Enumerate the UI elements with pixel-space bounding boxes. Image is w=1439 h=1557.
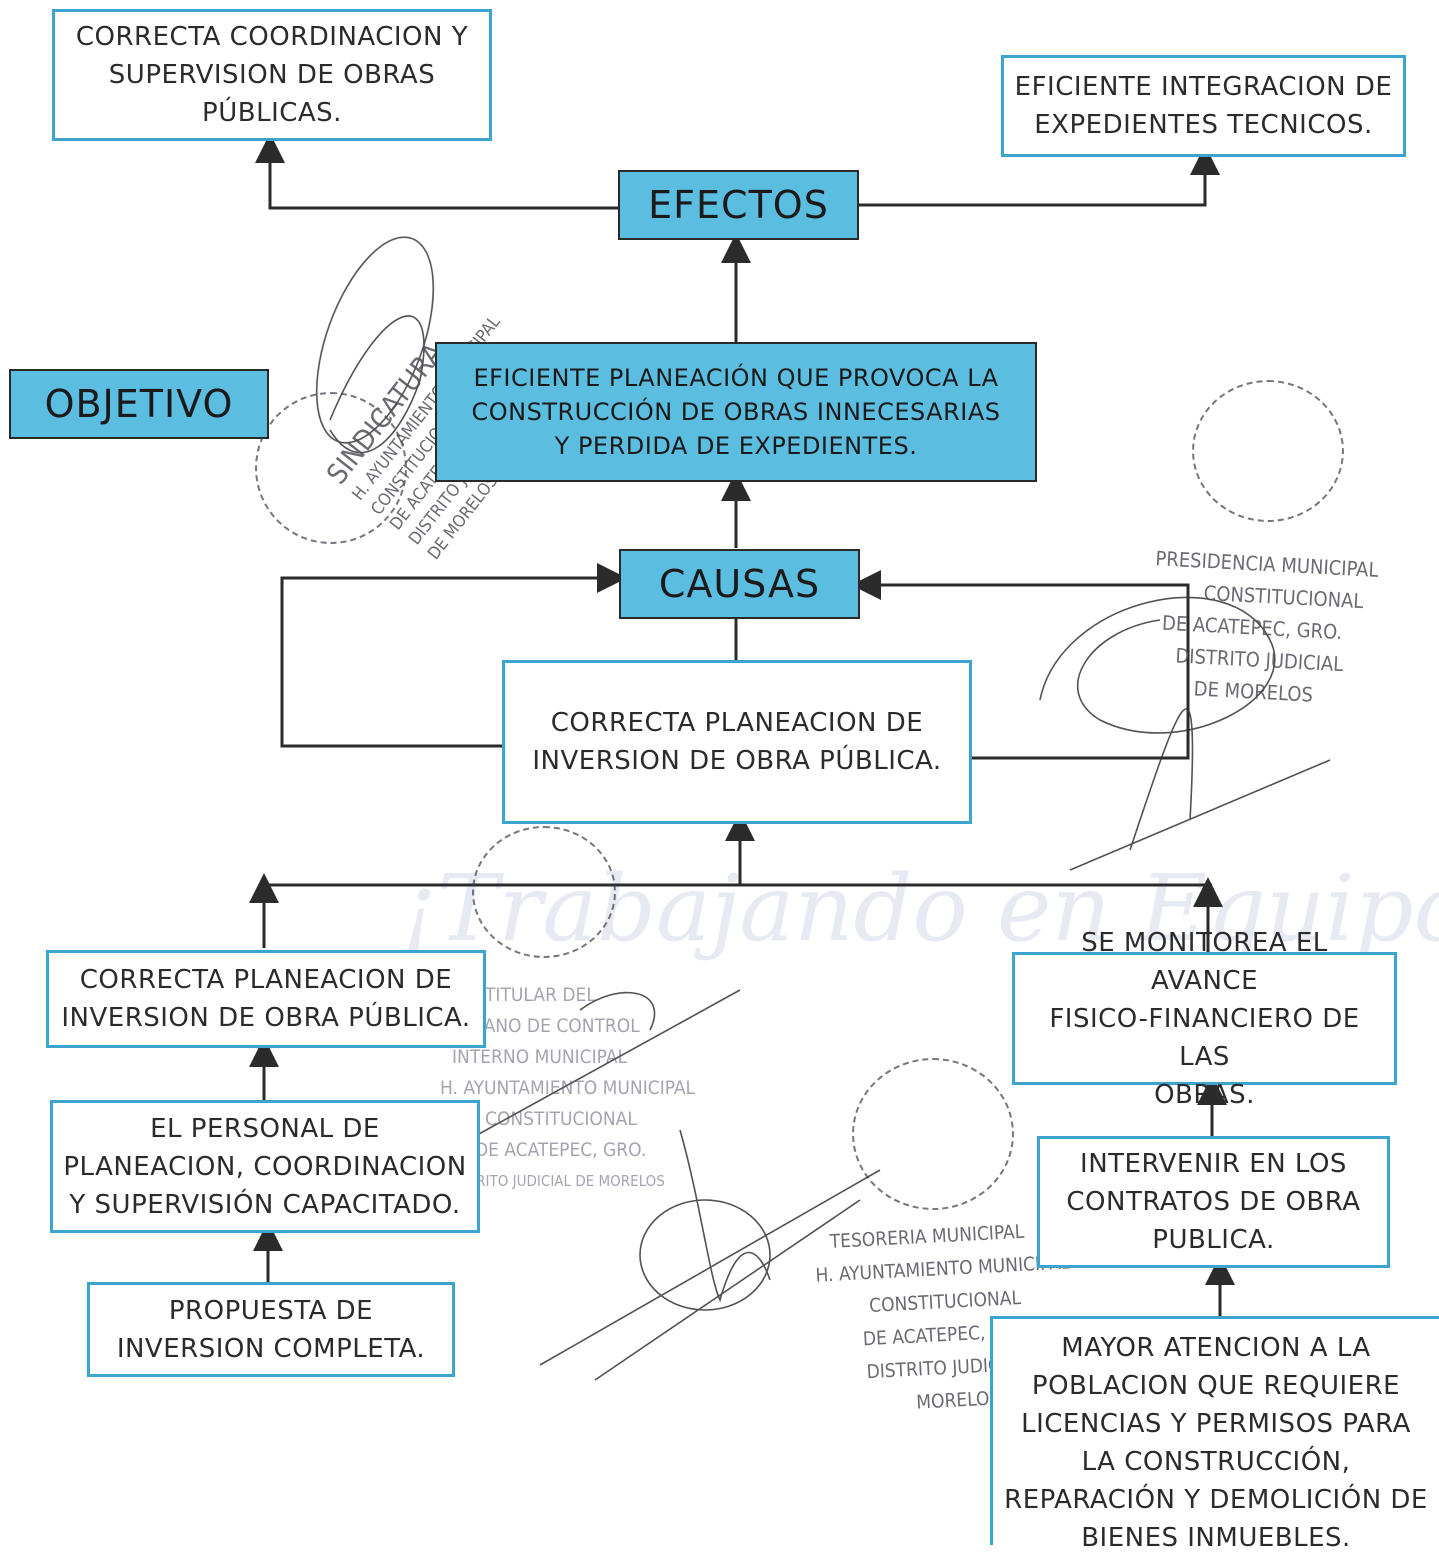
- efecto-left-box: CORRECTA COORDINACION Y SUPERVISION DE O…: [52, 9, 492, 141]
- objetivo-title-box: OBJETIVO: [9, 369, 269, 439]
- left-cause-box-3: PROPUESTA DE INVERSION COMPLETA.: [87, 1282, 455, 1377]
- left-cause-box-1: CORRECTA PLANEACION DE INVERSION DE OBRA…: [46, 950, 486, 1048]
- connector-right-loop: [851, 570, 1190, 760]
- signature-scribble: [539, 1169, 881, 1381]
- signature-scribble: [639, 1199, 771, 1311]
- stamp-presidencia: PRESIDENCIA MUNICIPAL CONSTITUCIONAL DE …: [1154, 546, 1380, 707]
- left-cause-box-2: EL PERSONAL DE PLANEACION, COORDINACION …: [50, 1100, 480, 1233]
- signature-scribble: [1069, 708, 1331, 871]
- main-cause-box: CORRECTA PLANEACION DE INVERSION DE OBRA…: [502, 660, 972, 824]
- connector-efectos-left: [255, 133, 618, 210]
- right-cause-box-2: INTERVENIR EN LOS CONTRATOS DE OBRA PUBL…: [1037, 1136, 1390, 1268]
- right-cause-box-3: MAYOR ATENCION A LA POBLACION QUE REQUIE…: [990, 1316, 1439, 1553]
- efectos-title-box: EFECTOS: [618, 170, 859, 240]
- efecto-right-box: EFICIENTE INTEGRACION DE EXPEDIENTES TEC…: [1001, 55, 1406, 157]
- seal-stamp: [472, 826, 616, 958]
- seal-stamp: [852, 1058, 1014, 1210]
- connector-efectos-right: [858, 145, 1220, 207]
- seal-stamp: [1192, 380, 1344, 522]
- signature-scribble: [679, 1129, 771, 1303]
- central-problem-box: EFICIENTE PLANEACIÓN QUE PROVOCA LA CONS…: [435, 342, 1037, 482]
- signature-scribble: [449, 989, 741, 1151]
- stamp-titular: TITULAR DEL ÓRGANO DE CONTROL INTERNO MU…: [440, 984, 696, 1190]
- right-cause-box-1: SE MONITOREA EL AVANCE FISICO-FINANCIERO…: [1012, 928, 1397, 1110]
- signature-scribble: [1039, 596, 1276, 734]
- connector-left-loop: [280, 563, 627, 748]
- causas-title-box: CAUSAS: [619, 549, 860, 619]
- seal-stamp: [255, 392, 407, 544]
